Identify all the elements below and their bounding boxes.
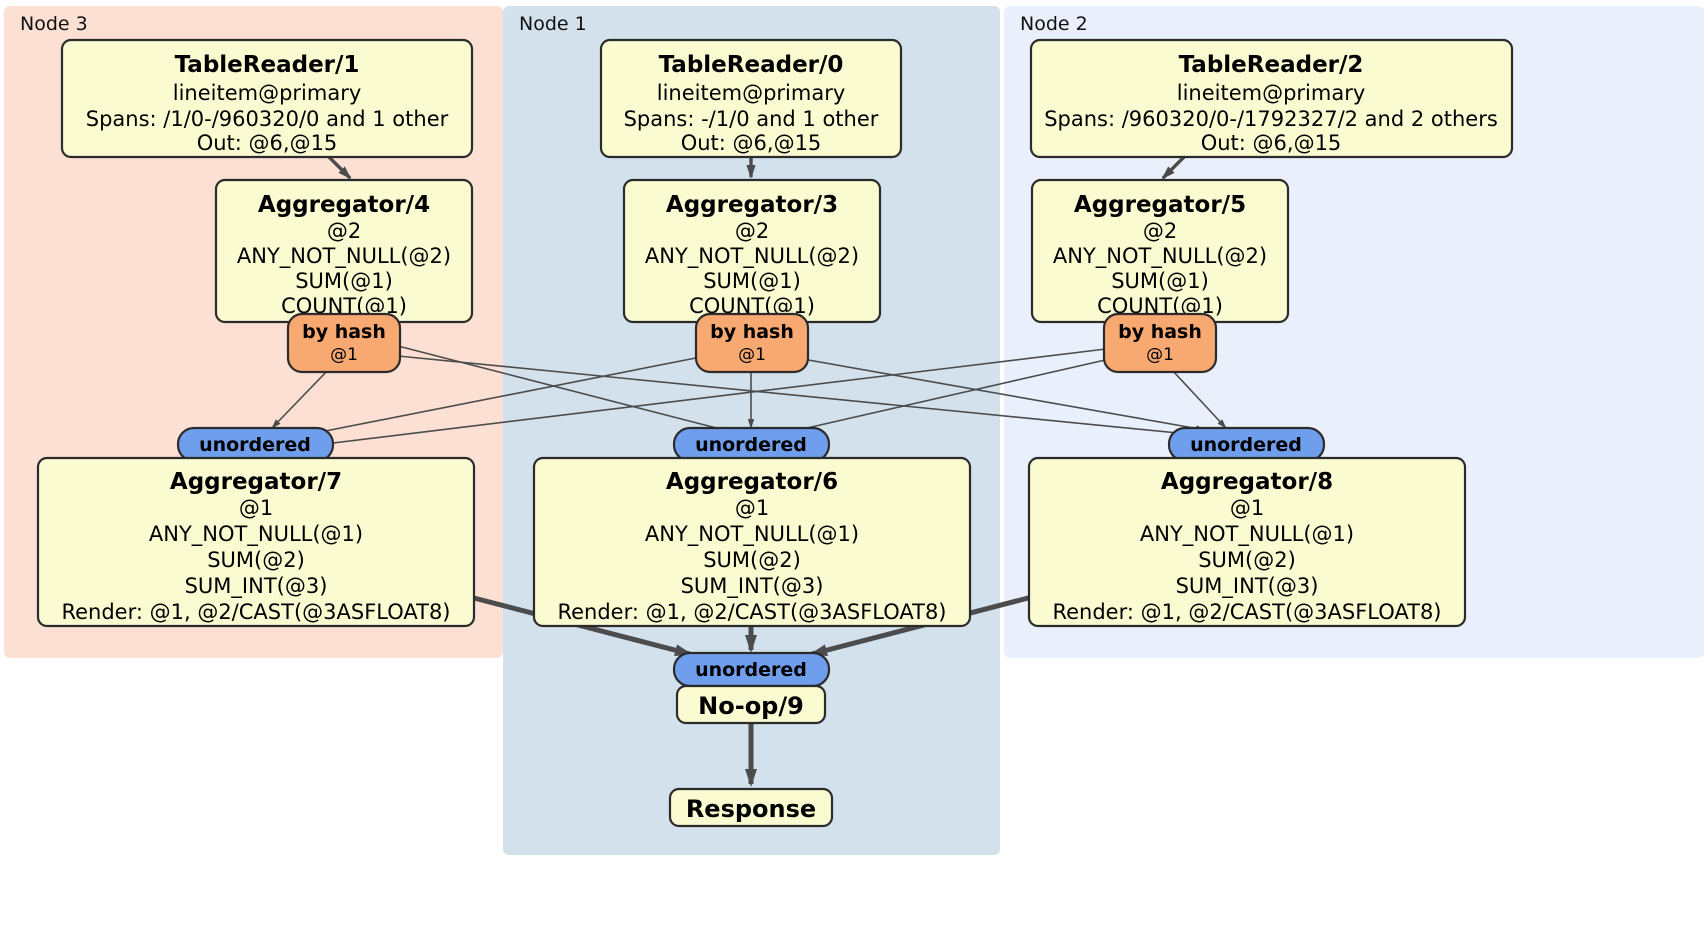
- tablereader-0-line-1: Spans: -/1/0 and 1 other: [624, 107, 879, 131]
- tablereader-2-title: TableReader/2: [1179, 52, 1364, 78]
- response-title: Response: [686, 795, 816, 823]
- tablereader-1-line-1: Spans: /1/0-/960320/0 and 1 other: [86, 107, 449, 131]
- hash-right-title: by hash: [1118, 321, 1202, 343]
- panel-node1-label: Node 1: [519, 13, 587, 35]
- aggregator-3-line-0: @2: [735, 219, 769, 243]
- edge-hashR-unoR: [1171, 369, 1227, 429]
- edge-hashL-unoM: [397, 345, 733, 433]
- processor-tablereader-1[interactable]: TableReader/1 lineitem@primary Spans: /1…: [60, 38, 474, 159]
- router-unordered-left[interactable]: unordered: [176, 426, 335, 463]
- aggregator-8-line-4: Render: @1, @2/CAST(@3ASFLOAT8): [1052, 600, 1441, 624]
- processor-aggregator-8[interactable]: Aggregator/8 @1 ANY_NOT_NULL(@1) SUM(@2)…: [1027, 456, 1467, 628]
- aggregator-7-title: Aggregator/7: [170, 469, 342, 495]
- aggregator-5-line-0: @2: [1143, 219, 1177, 243]
- tablereader-1-line-2: Out: @6,@15: [197, 131, 338, 155]
- aggregator-7-line-2: SUM(@2): [207, 548, 305, 572]
- tablereader-0-title: TableReader/0: [659, 52, 844, 78]
- aggregator-6-line-1: ANY_NOT_NULL(@1): [645, 522, 859, 547]
- hash-left-title: by hash: [302, 321, 386, 343]
- aggregator-7-line-1: ANY_NOT_NULL(@1): [149, 522, 363, 547]
- aggregator-5-line-2: SUM(@1): [1111, 269, 1209, 293]
- processor-tablereader-2[interactable]: TableReader/2 lineitem@primary Spans: /9…: [1029, 38, 1514, 159]
- edge-hashM-unoR: [796, 357, 1206, 432]
- aggregator-7-line-0: @1: [239, 496, 273, 520]
- edge-tr2-agg5: [1161, 155, 1186, 180]
- aggregator-7-line-4: Render: @1, @2/CAST(@3ASFLOAT8): [61, 600, 450, 624]
- processor-aggregator-3[interactable]: Aggregator/3 @2 ANY_NOT_NULL(@2) SUM(@1)…: [622, 178, 882, 324]
- processor-noop-9[interactable]: No-op/9: [675, 684, 827, 725]
- aggregator-3-title: Aggregator/3: [666, 192, 838, 218]
- tablereader-0-line-2: Out: @6,@15: [681, 131, 822, 155]
- unordered-final-title: unordered: [695, 659, 807, 681]
- aggregator-8-line-2: SUM(@2): [1198, 548, 1296, 572]
- aggregator-4-title: Aggregator/4: [258, 192, 430, 218]
- aggregator-4-line-1: ANY_NOT_NULL(@2): [237, 244, 451, 269]
- aggregator-8-line-1: ANY_NOT_NULL(@1): [1140, 522, 1354, 547]
- edge-hashL-unoL: [271, 367, 331, 429]
- aggregator-8-line-3: SUM_INT(@3): [1176, 574, 1319, 599]
- router-hash-left[interactable]: by hash @1: [286, 312, 402, 374]
- aggregator-8-title: Aggregator/8: [1161, 469, 1333, 495]
- unordered-right-title: unordered: [1190, 434, 1302, 456]
- aggregator-3-line-1: ANY_NOT_NULL(@2): [645, 244, 859, 269]
- aggregator-8-line-0: @1: [1230, 496, 1264, 520]
- edge-tr1-agg4: [327, 155, 352, 180]
- processor-aggregator-6[interactable]: Aggregator/6 @1 ANY_NOT_NULL(@1) SUM(@2)…: [532, 456, 972, 628]
- router-unordered-right[interactable]: unordered: [1167, 426, 1326, 463]
- edge-hashR-unoM: [771, 357, 1115, 438]
- hash-mid-title: by hash: [710, 321, 794, 343]
- tablereader-2-line-2: Out: @6,@15: [1201, 131, 1342, 155]
- edge-hashR-unoL: [291, 347, 1115, 451]
- aggregator-4-line-0: @2: [327, 219, 361, 243]
- router-unordered-mid[interactable]: unordered: [672, 426, 831, 463]
- unordered-left-title: unordered: [199, 434, 311, 456]
- processor-tablereader-0[interactable]: TableReader/0 lineitem@primary Spans: -/…: [599, 38, 903, 159]
- aggregator-6-title: Aggregator/6: [666, 469, 838, 495]
- aggregator-6-line-2: SUM(@2): [703, 548, 801, 572]
- panel-node2-label: Node 2: [1020, 13, 1088, 35]
- tablereader-0-line-0: lineitem@primary: [657, 81, 846, 105]
- aggregator-3-line-2: SUM(@1): [703, 269, 801, 293]
- tablereader-1-title: TableReader/1: [175, 52, 360, 78]
- aggregator-4-line-2: SUM(@1): [295, 269, 393, 293]
- processor-response[interactable]: Response: [668, 787, 834, 828]
- edge-hashM-unoL: [289, 355, 707, 440]
- aggregator-6-line-3: SUM_INT(@3): [681, 574, 824, 599]
- aggregator-7-line-3: SUM_INT(@3): [185, 574, 328, 599]
- router-hash-right[interactable]: by hash @1: [1102, 312, 1218, 374]
- aggregator-5-title: Aggregator/5: [1074, 192, 1246, 218]
- processor-aggregator-5[interactable]: Aggregator/5 @2 ANY_NOT_NULL(@2) SUM(@1)…: [1030, 178, 1290, 324]
- tablereader-1-line-0: lineitem@primary: [173, 81, 362, 105]
- aggregator-5-line-1: ANY_NOT_NULL(@2): [1053, 244, 1267, 269]
- processor-aggregator-7[interactable]: Aggregator/7 @1 ANY_NOT_NULL(@1) SUM(@2)…: [36, 456, 476, 628]
- noop-9-title: No-op/9: [698, 692, 804, 720]
- panel-node3-label: Node 3: [20, 13, 88, 35]
- processor-aggregator-4[interactable]: Aggregator/4 @2 ANY_NOT_NULL(@2) SUM(@1)…: [214, 178, 474, 324]
- tablereader-2-line-1: Spans: /960320/0-/1792327/2 and 2 others: [1044, 107, 1498, 131]
- hash-mid-sub: @1: [738, 345, 766, 365]
- hash-right-sub: @1: [1146, 345, 1174, 365]
- router-hash-mid[interactable]: by hash @1: [694, 312, 810, 374]
- edge-hashL-unoR: [397, 355, 1209, 439]
- router-unordered-final[interactable]: unordered: [672, 651, 831, 688]
- tablereader-2-line-0: lineitem@primary: [1177, 81, 1366, 105]
- hash-left-sub: @1: [330, 345, 358, 365]
- aggregator-6-line-4: Render: @1, @2/CAST(@3ASFLOAT8): [557, 600, 946, 624]
- unordered-mid-title: unordered: [695, 434, 807, 456]
- aggregator-6-line-0: @1: [735, 496, 769, 520]
